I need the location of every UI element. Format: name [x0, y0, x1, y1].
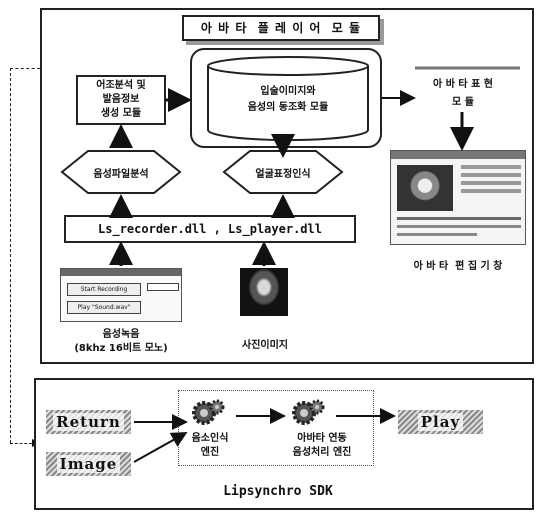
expression-module-label: 아 바 타 표 현 모 듈 — [433, 79, 493, 108]
avatar-face-image — [397, 165, 453, 211]
photo-caption: 사진이미지 — [242, 340, 288, 351]
image-label: Image — [56, 455, 121, 473]
lipsynchro-sdk-frame — [34, 378, 534, 510]
sync-module-cylinder — [207, 56, 369, 141]
voice-engine-label: 음소인식 엔진 — [191, 433, 229, 458]
start-recording-button[interactable]: Start Recording — [67, 283, 141, 296]
gear-icon — [292, 399, 325, 425]
return-input: Return — [46, 410, 131, 434]
feedback-connector — [10, 68, 40, 70]
dll-bar: Ls_recorder.dll , Ls_player.dll — [64, 215, 356, 243]
sdk-title: Lipsynchro SDK — [223, 484, 333, 499]
feedback-connector-vertical — [10, 68, 12, 443]
dll-bar-label: Ls_recorder.dll , Ls_player.dll — [98, 222, 322, 236]
feedback-connector-bottom — [10, 443, 32, 445]
face-recognition-label: 얼굴표정인식 — [255, 169, 311, 180]
voice-analysis-diamond — [60, 150, 182, 194]
module-title-text: 아 바 타 플 레 이 어 모 듈 — [200, 21, 362, 35]
avatar-editor-window — [390, 150, 526, 245]
avatar-engine-label: 아바타 연동 음성처리 엔진 — [292, 433, 352, 458]
play-sound-button[interactable]: Play "Sound.wav" — [67, 301, 141, 314]
analysis-module-label: 어조분석 및 발음정보 생성 모듈 — [96, 80, 146, 119]
editor-caption: 아 바 타 편 집 기 창 — [413, 261, 503, 272]
sync-module-label: 입술이미지와 음성의 동조화 모듈 — [247, 86, 329, 113]
recorder-window: Start Recording Play "Sound.wav" — [60, 268, 182, 322]
face-recognition-diamond — [222, 150, 344, 194]
play-label: Play — [417, 413, 464, 431]
recording-caption: 음성녹음 (8khz 16비트 모노) — [74, 329, 168, 354]
image-input: Image — [46, 452, 131, 476]
voice-analysis-label: 음성파일분석 — [93, 169, 149, 180]
photo-image — [240, 268, 288, 316]
play-sound-label: Play "Sound.wav" — [77, 304, 131, 311]
play-output: Play — [398, 410, 483, 434]
gear-icon — [192, 399, 225, 425]
return-label: Return — [53, 413, 124, 431]
start-recording-label: Start Recording — [80, 286, 128, 293]
module-title: 아 바 타 플 레 이 어 모 듈 — [182, 15, 380, 41]
